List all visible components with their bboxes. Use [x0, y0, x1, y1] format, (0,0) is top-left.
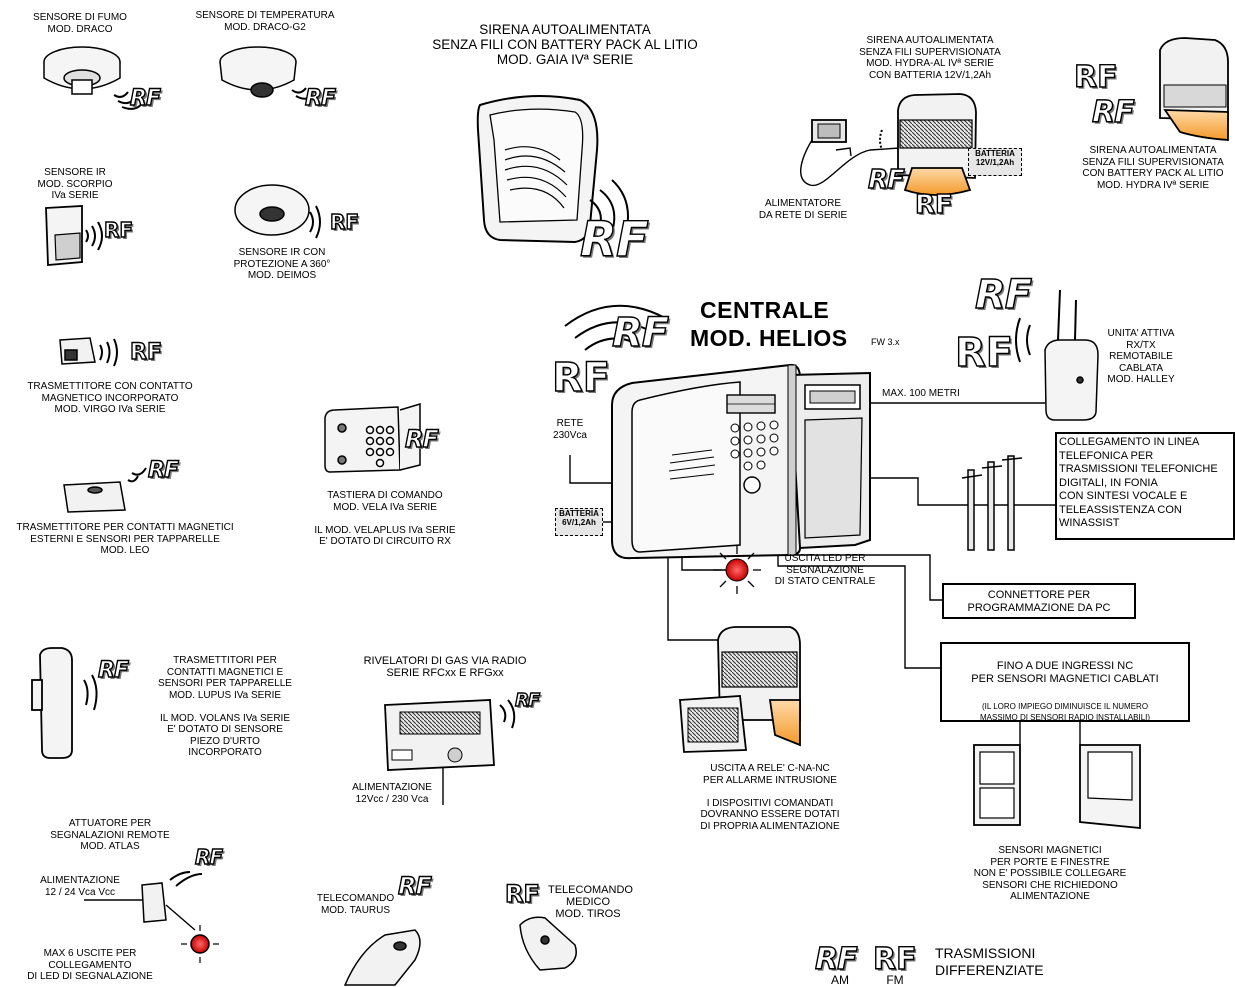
hydra-battery-box: BATTERIA 12V/1,2Ah: [968, 148, 1022, 176]
smoke-sensor-image: [44, 47, 120, 94]
gas-power-label: ALIMENTAZIONE 12Vcc / 230 Vca: [342, 782, 442, 805]
virgo-transmitter-image: [60, 338, 95, 364]
rf-am-icon: RF: [398, 872, 431, 900]
gas-detector-label: RIVELATORI DI GAS VIA RADIO SERIE RFCxx …: [345, 655, 545, 679]
relay-output-label: USCITA A RELE' C-NA-NC PER ALLARME INTRU…: [680, 763, 860, 832]
taurus-remote-image: [345, 930, 420, 985]
telephone-box: COLLEGAMENTO IN LINEA TELEFONICA PER TRA…: [1055, 432, 1235, 540]
rf-am-icon: RF: [612, 310, 668, 356]
telephone-poles-image: [962, 456, 1022, 550]
rf-am-icon: RF: [98, 658, 128, 683]
rf-fm-icon: RF: [1074, 60, 1118, 95]
deimos-ir-label: SENSORE IR CON PROTEZIONE A 360° MOD. DE…: [222, 247, 342, 282]
leo-transmitter-image: [64, 482, 125, 512]
nc-inputs-note: (IL LORO IMPIEGO DIMINUISCE IL NUMERO MA…: [942, 701, 1188, 723]
deimos-ir-image: [235, 185, 309, 235]
nc-inputs-title: FINO A DUE INGRESSI NC PER SENSORI MAGNE…: [942, 660, 1188, 686]
central-battery-box: BATTERIA 6V/1,2Ah: [555, 508, 603, 536]
rf-fm-icon: RF: [130, 340, 162, 365]
rf-am-icon: RF: [515, 690, 539, 711]
scorpio-ir-image: [46, 206, 82, 265]
atlas-power-label: ALIMENTAZIONE 12 / 24 Vca Vcc: [30, 875, 130, 898]
rf-am-icon: RF: [580, 212, 648, 268]
rf-am-icon: RF: [148, 458, 178, 483]
rf-am-icon: RF: [1092, 95, 1134, 130]
atlas-output-label: MAX 6 USCITE PER COLLEGAMENTO DI LED DI …: [10, 948, 170, 983]
halley-label: UNITA' ATTIVA RX/TX REMOTABILE CABLATA M…: [1086, 328, 1196, 386]
rf-am-icon: RF: [868, 165, 904, 195]
lupus-transmitter-image: [32, 648, 72, 758]
gaia-siren-label: SIRENA AUTOALIMENTATA SENZA FILI CON BAT…: [390, 22, 740, 67]
led-output-label: USCITA LED PER SEGNALAZIONE DI STATO CEN…: [760, 553, 890, 588]
magnetic-sensors-label: SENSORI MAGNETICI PER PORTE E FINESTRE N…: [960, 845, 1140, 903]
rf-fm-icon: RF: [552, 355, 610, 401]
rf-am-icon: RF: [975, 272, 1031, 318]
lupus-label: TRASMETTITORI PER CONTATTI MAGNETICI E S…: [140, 655, 310, 759]
rf-fm-icon: RF: [915, 190, 953, 220]
hydra-siren-label: SIRENA AUTOALIMENTATA SENZA FILI SUPERVI…: [1068, 145, 1235, 191]
alimentatore-label: ALIMENTATORE DA RETE DI SERIE: [748, 198, 858, 221]
rf-am-icon: RF: [405, 425, 438, 453]
central-title-line1: CENTRALE: [700, 296, 860, 324]
rf-fm-icon: RF: [955, 330, 1013, 376]
legend-text: TRASMISSIONI DIFFERENZIATE: [935, 945, 1075, 979]
rete-label: RETE 230Vca: [540, 418, 600, 441]
atlas-label: ATTUATORE PER SEGNALAZIONI REMOTE MOD. A…: [50, 818, 170, 853]
hydra-siren-image: [1160, 38, 1228, 140]
rf-am-icon: RF: [130, 86, 160, 111]
max-distance-label: MAX. 100 METRI: [882, 388, 992, 400]
rf-fm-icon: RF: [104, 218, 133, 242]
scorpio-ir-label: SENSORE IR MOD. SCORPIO IVa SERIE: [30, 167, 120, 202]
tiros-label: TELECOMANDO MEDICO MOD. TIROS: [548, 884, 628, 920]
legend-rf-am-icon: RF: [815, 942, 857, 977]
tiros-remote-image: [520, 917, 576, 970]
virgo-label: TRASMETTITORE CON CONTATTO MAGNETICO INC…: [10, 381, 210, 416]
relay-sirens-image: [680, 627, 800, 752]
central-led-image: [713, 546, 761, 594]
nc-inputs-box: FINO A DUE INGRESSI NC PER SENSORI MAGNE…: [940, 642, 1190, 722]
temperature-sensor-label: SENSORE DI TEMPERATURA MOD. DRACO-G2: [185, 10, 345, 33]
central-fw-version: FW 3.x: [871, 337, 911, 349]
gas-detector-image: [385, 700, 494, 770]
hydra-al-siren-label: SIRENA AUTOALIMENTATA SENZA FILI SUPERVI…: [840, 35, 1020, 81]
door-window-image: [974, 745, 1140, 828]
smoke-sensor-label: SENSORE DI FUMO MOD. DRACO: [20, 12, 140, 35]
rf-fm-icon: RF: [330, 210, 359, 234]
rf-am-icon: RF: [305, 86, 335, 111]
temperature-sensor-image: [220, 47, 296, 97]
central-unit-helios: [612, 365, 870, 558]
pc-connector-box: CONNETTORE PER PROGRAMMAZIONE DA PC: [942, 583, 1136, 619]
central-title-line2: MOD. HELIOS: [690, 324, 875, 352]
taurus-label: TELECOMANDO MOD. TAURUS: [308, 893, 403, 916]
vela-label: TASTIERA DI COMANDO MOD. VELA IVa SERIE …: [300, 490, 470, 548]
rf-am-icon: RF: [195, 845, 222, 869]
rf-fm-icon: RF: [505, 880, 540, 908]
legend-rf-fm-icon: RF: [873, 942, 917, 977]
leo-label: TRASMETTITORE PER CONTATTI MAGNETICI EST…: [0, 522, 250, 557]
